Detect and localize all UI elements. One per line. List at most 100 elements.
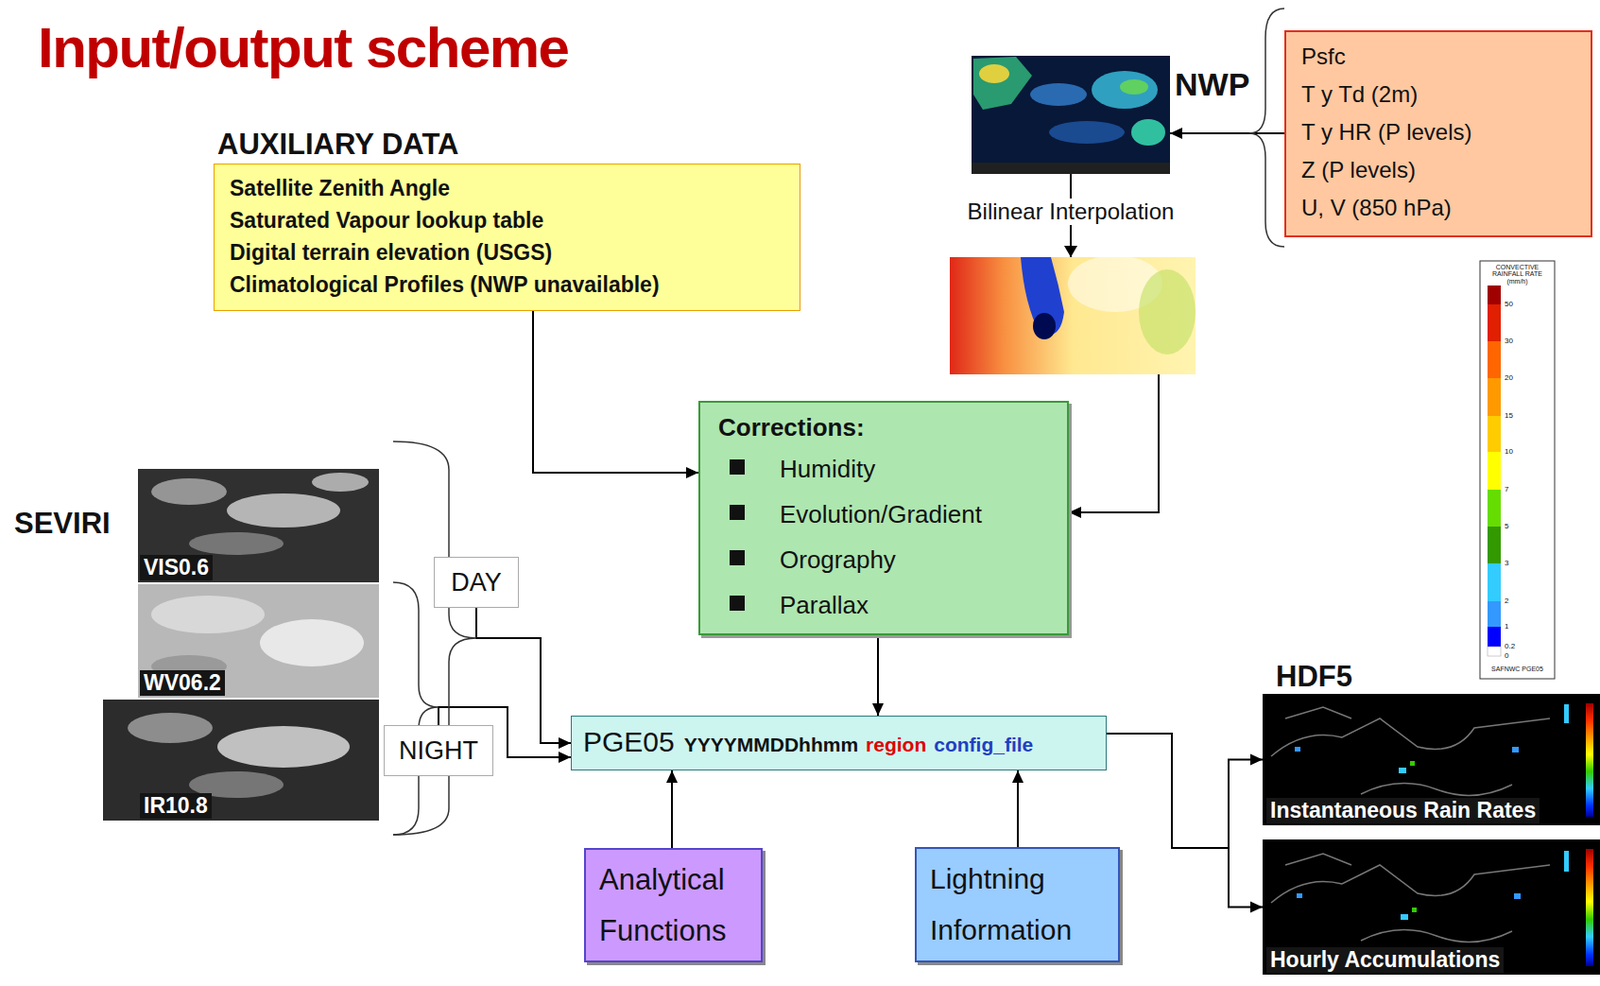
hdf5-image bbox=[1262, 693, 1600, 826]
connector-line bbox=[533, 310, 699, 473]
box-label: Analytical Functions bbox=[599, 854, 748, 957]
satellite-image: IR10.8 bbox=[103, 699, 379, 821]
image-caption: Instantaneous Rain Rates bbox=[1266, 797, 1540, 824]
connector bbox=[1106, 733, 1263, 913]
auxiliary-list: Satellite Zenith AngleSaturated Vapour l… bbox=[213, 163, 801, 311]
connector bbox=[872, 635, 884, 716]
arrowhead bbox=[558, 737, 571, 749]
box-label: NIGHT bbox=[398, 736, 479, 766]
list-item: Evolution/Gradient bbox=[779, 499, 982, 529]
command-part: PGE05 bbox=[583, 725, 675, 758]
connector bbox=[1012, 770, 1024, 847]
satellite-image: WV06.2 bbox=[137, 584, 379, 698]
input-box: Lightning Information bbox=[914, 846, 1120, 963]
connector bbox=[1169, 127, 1285, 139]
arrowhead bbox=[558, 751, 571, 763]
image-caption: VIS0.6 bbox=[139, 554, 213, 581]
group-label: SEVIRI bbox=[14, 506, 111, 541]
colorbar-tick: 3 bbox=[1504, 558, 1509, 568]
auxiliary-data-box: AUXILIARY DATASatellite Zenith AngleSatu… bbox=[213, 125, 801, 311]
colorbar-tick: 1 bbox=[1504, 621, 1509, 631]
arrowhead bbox=[872, 703, 884, 716]
bullet-row: Evolution/Gradient bbox=[718, 493, 1058, 539]
list-item: Climatological Profiles (NWP unavailable… bbox=[229, 268, 785, 301]
colorbar-tick: 30 bbox=[1504, 336, 1514, 345]
colorbar-tick: 15 bbox=[1504, 411, 1514, 420]
list-item: Parallax bbox=[779, 590, 869, 620]
list-item: Satellite Zenith Angle bbox=[229, 172, 785, 205]
image-caption: WV06.2 bbox=[139, 670, 225, 696]
list-item: Digital terrain elevation (USGS) bbox=[229, 236, 785, 269]
output-image: Hourly Accumulations bbox=[1262, 839, 1600, 975]
bullet-square bbox=[729, 459, 745, 475]
list-item: Z (P levels) bbox=[1301, 151, 1576, 190]
list-item: T y Td (2m) bbox=[1301, 75, 1576, 114]
night-box: NIGHT bbox=[383, 724, 494, 776]
arrowhead bbox=[1250, 754, 1263, 766]
diagram-title: Input/output scheme bbox=[37, 15, 568, 81]
colorbar-tick: 20 bbox=[1504, 373, 1514, 382]
arrowhead bbox=[1012, 770, 1024, 783]
vis-image bbox=[137, 468, 379, 583]
colorbar-tick: 0.2 bbox=[1504, 641, 1515, 651]
ir-image bbox=[103, 699, 379, 821]
connector-line bbox=[1106, 733, 1263, 848]
colorbar-title: CONVECTIVE RAINFALL RATE (mm/h) bbox=[1481, 263, 1553, 285]
corrections-box: Corrections:HumidityEvolution/GradientOr… bbox=[698, 400, 1069, 636]
colorbar-tick: 10 bbox=[1504, 447, 1514, 456]
input-box: Analytical Functions bbox=[584, 847, 763, 963]
box-label: Lightning Information bbox=[929, 853, 1105, 956]
interpolated-field-image bbox=[949, 245, 1196, 375]
bullet-square bbox=[729, 550, 745, 566]
color-bar bbox=[1479, 260, 1555, 679]
connector bbox=[1106, 733, 1263, 848]
satellite-image: VIS0.6 bbox=[137, 468, 379, 583]
colorbar-tick: 2 bbox=[1504, 596, 1509, 605]
connector-line bbox=[476, 607, 571, 743]
list-item: Orography bbox=[779, 545, 896, 574]
output-image: Instantaneous Rain Rates bbox=[1262, 693, 1600, 826]
wv-image bbox=[137, 584, 379, 698]
list-item: T y HR (P levels) bbox=[1301, 113, 1576, 152]
command-part: YYYYMMDDhhmm bbox=[684, 733, 859, 757]
process-box: PGE05 YYYYMMDDhhmmregionconfig_file bbox=[570, 715, 1107, 771]
day-box: DAY bbox=[433, 556, 519, 608]
nwp-fields-box: PsfcT y Td (2m)T y HR (P levels)Z (P lev… bbox=[1284, 30, 1593, 238]
box-label: DAY bbox=[450, 567, 502, 598]
connector-line bbox=[1106, 733, 1263, 908]
bullet-row: Parallax bbox=[718, 584, 1058, 630]
hdf5-image bbox=[1262, 839, 1600, 975]
arrowhead bbox=[686, 466, 699, 479]
connector bbox=[666, 770, 678, 848]
image-caption: IR10.8 bbox=[139, 792, 212, 819]
edge-label: Bilinear Interpolation bbox=[963, 198, 1179, 225]
command-part: region bbox=[865, 733, 927, 757]
command-part: config_file bbox=[933, 733, 1033, 757]
arrowhead bbox=[666, 770, 678, 783]
arrowhead bbox=[1169, 127, 1183, 139]
connector-line bbox=[1169, 132, 1285, 135]
list-item: Saturated Vapour lookup table bbox=[229, 204, 785, 237]
bullet-row: Orography bbox=[718, 538, 1058, 585]
image-caption: Hourly Accumulations bbox=[1266, 946, 1504, 973]
colorbar-credit: SAFNWC PGE05 bbox=[1481, 664, 1553, 673]
bracket bbox=[393, 8, 1285, 835]
group-label: HDF5 bbox=[1275, 659, 1353, 694]
group-heading: AUXILIARY DATA bbox=[213, 125, 801, 164]
colorbar-tick: 50 bbox=[1504, 299, 1514, 309]
bullet-square bbox=[729, 504, 745, 520]
colorbar-tick: 0 bbox=[1504, 651, 1509, 660]
colorbar-tick: 5 bbox=[1504, 521, 1509, 531]
list-item: Psfc bbox=[1301, 37, 1576, 76]
list-item: U, V (850 hPa) bbox=[1301, 189, 1576, 227]
colorbar-tick: 7 bbox=[1504, 484, 1509, 494]
bullet-row: Humidity bbox=[718, 447, 1058, 494]
arrowhead bbox=[1068, 506, 1082, 518]
box-heading: Corrections: bbox=[718, 406, 1058, 448]
nwp-map-image bbox=[971, 55, 1170, 174]
connector bbox=[533, 310, 699, 479]
bullet-square bbox=[729, 595, 745, 611]
nwp-map: NWP bbox=[971, 55, 1170, 174]
image-heading: NWP bbox=[1174, 65, 1250, 104]
